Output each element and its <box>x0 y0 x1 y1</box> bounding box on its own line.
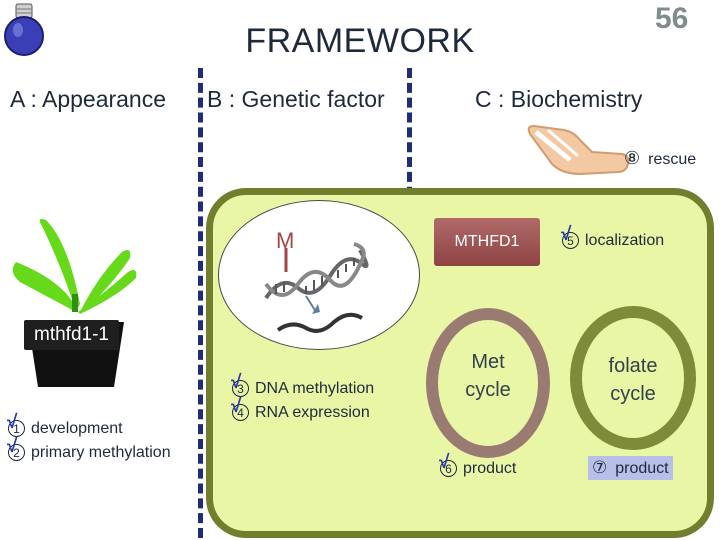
plant-icon <box>12 218 137 387</box>
genetic-item-rna-expression: 4√ RNA expression <box>231 397 370 422</box>
column-header-appearance: A : Appearance <box>10 86 167 112</box>
item-number-6: 6√ <box>439 453 457 478</box>
item-number-5: 5√ <box>561 225 579 250</box>
appearance-item-primary-methylation: 2√ primary methylation <box>7 437 171 462</box>
column-header-biochemistry: C : Biochemistry <box>475 86 643 112</box>
item-number-7: ⑦ <box>592 458 608 477</box>
genetic-item-dna-methylation: 3√ DNA methylation <box>231 373 375 398</box>
item-label: primary methylation <box>31 444 171 461</box>
nucleus <box>218 200 420 350</box>
item-label: product <box>463 460 517 477</box>
check-icon: √ <box>231 372 242 394</box>
met-product-item: 6√ product <box>439 453 517 478</box>
rescue-label: ⑧ rescue <box>624 148 696 169</box>
slide-title: FRAMEWORK <box>245 22 475 60</box>
check-icon: √ <box>561 224 572 246</box>
slide-number: 56 <box>655 2 689 35</box>
hand-icon <box>527 124 630 176</box>
item-number-4: 4√ <box>231 397 249 422</box>
item-number-1: 1√ <box>7 413 25 438</box>
check-icon: √ <box>439 452 450 474</box>
dna-icon <box>264 242 369 333</box>
divider-left <box>198 68 203 538</box>
check-icon: √ <box>7 436 18 458</box>
item-label: localization <box>585 232 665 249</box>
rescue-number: ⑧ <box>624 148 641 168</box>
check-icon: √ <box>7 412 18 434</box>
appearance-item-development: 1√ development <box>7 413 123 438</box>
item-label: RNA expression <box>255 404 370 421</box>
column-header-genetic: B : Genetic factor <box>207 86 385 112</box>
item-number-2: 2√ <box>7 437 25 462</box>
item-label: development <box>31 420 123 437</box>
item-label: DNA methylation <box>255 380 375 397</box>
item-number-3: 3√ <box>231 373 249 398</box>
enzyme-box: MTHFD1 <box>434 218 540 266</box>
folate-product-item: ⑦ product <box>588 456 673 480</box>
rescue-text: rescue <box>648 151 697 168</box>
mutant-label: mthfd1-1 <box>24 320 119 350</box>
lightbulb-icon <box>4 3 44 56</box>
mutation-marker: M <box>276 228 295 253</box>
localization-item: 5√ localization <box>561 225 665 250</box>
check-icon: √ <box>231 396 242 418</box>
item-label: product <box>615 460 669 477</box>
